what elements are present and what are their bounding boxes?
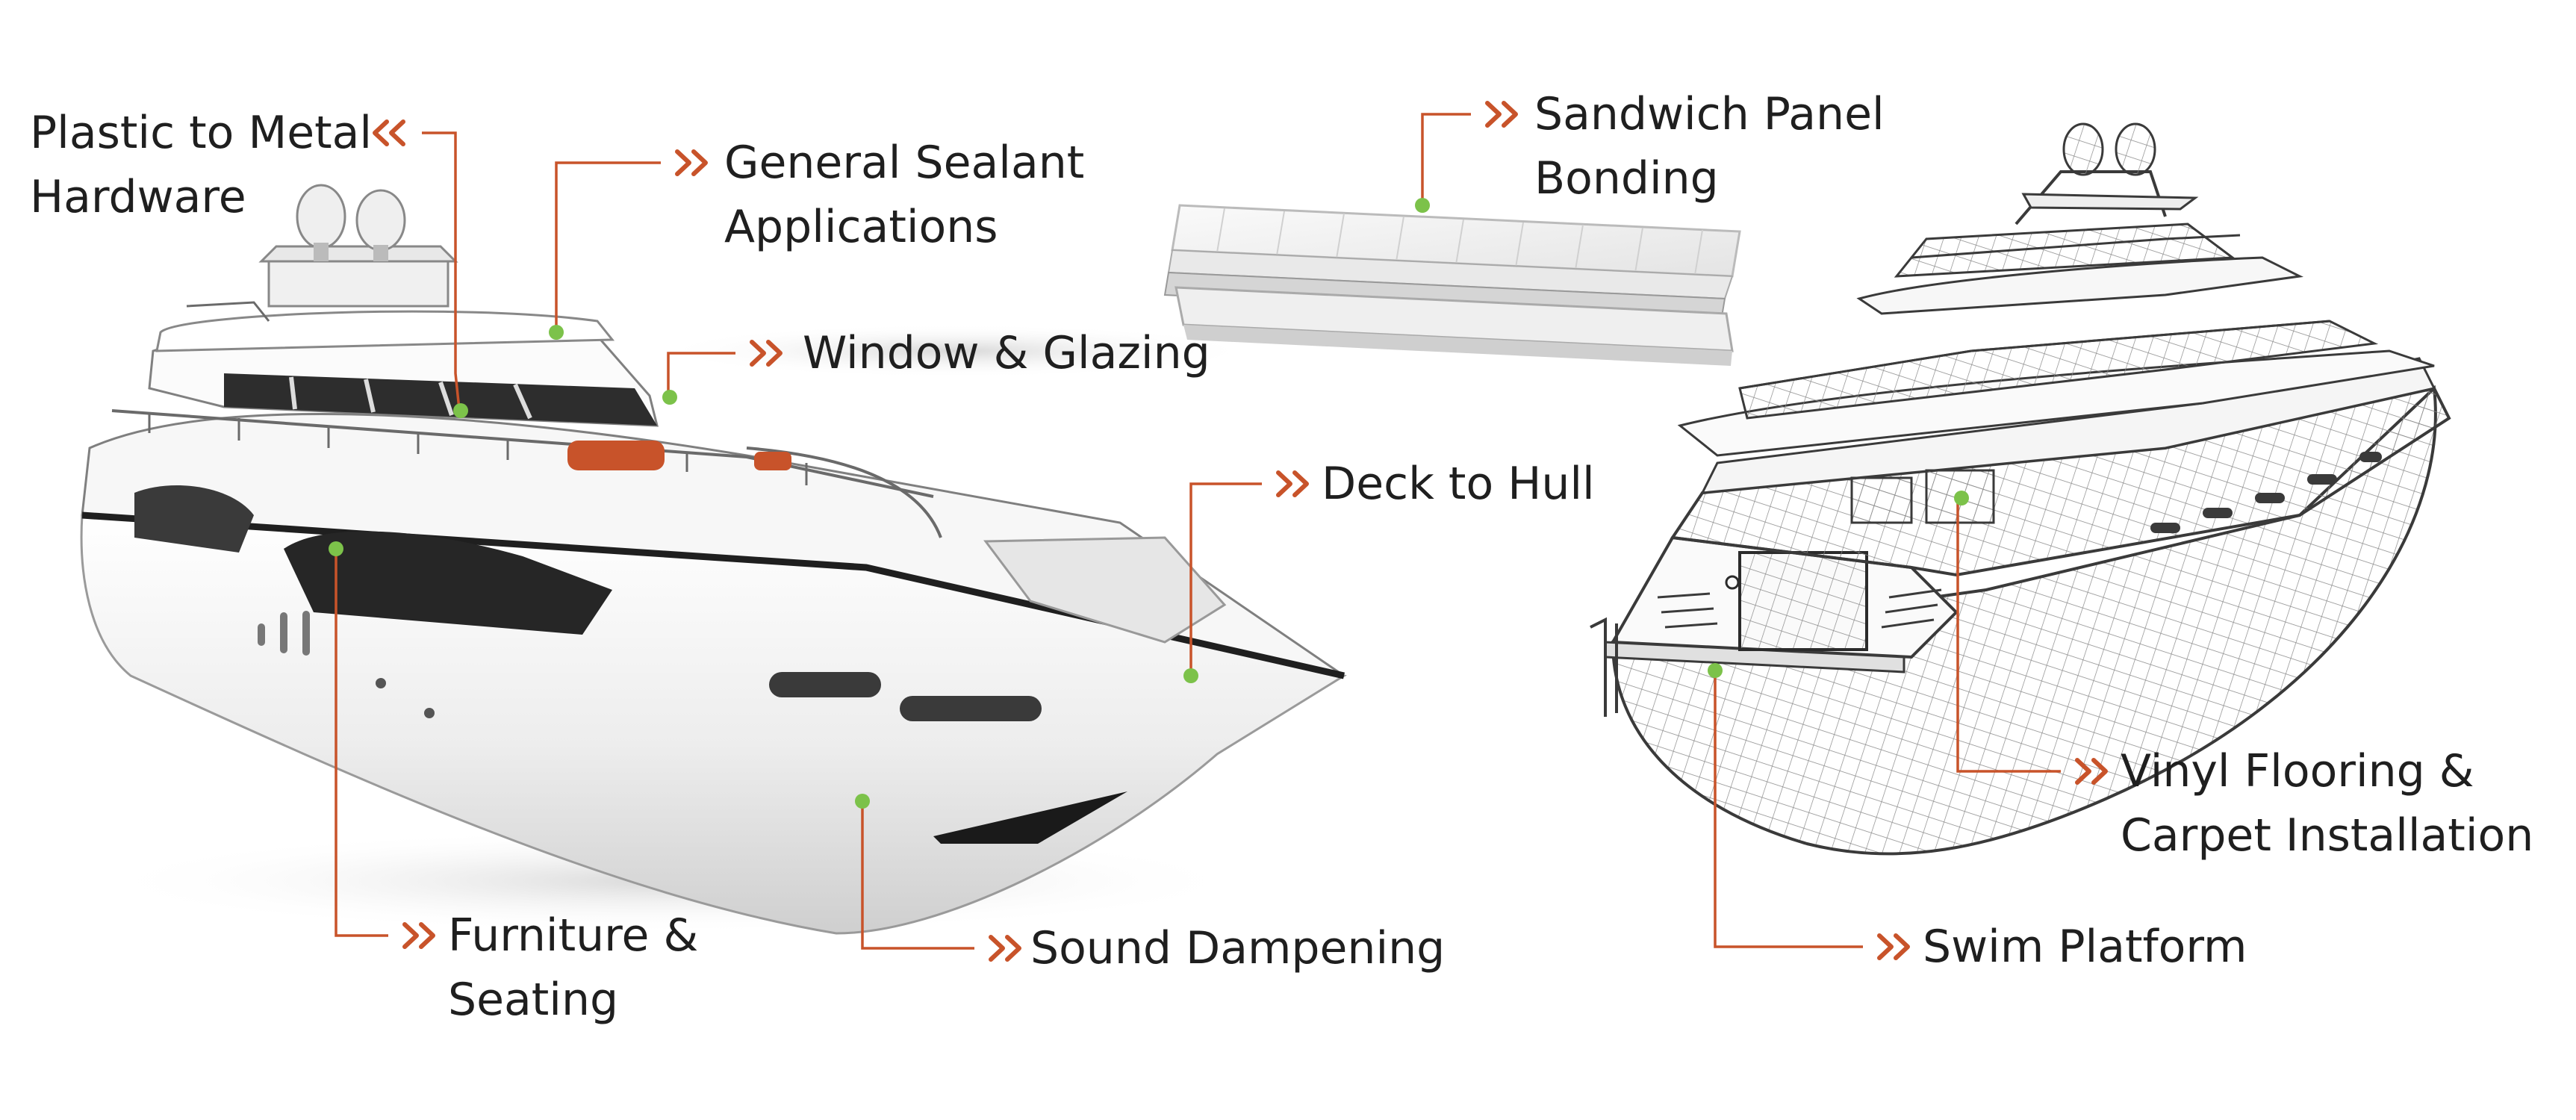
chevron-double-right-icon: [1485, 101, 1518, 128]
label-line: Swim Platform: [1923, 921, 2247, 973]
leader-vinyl-flooring: [1956, 497, 2061, 773]
label-line: Sound Dampening: [1030, 922, 1446, 974]
point-furniture-and-seating: [329, 541, 343, 556]
label-furniture-and-seating: Furniture & Seating: [448, 903, 698, 1032]
chevron-double-right-icon: [1877, 933, 1910, 960]
point-sandwich-panel-bonding: [1415, 198, 1430, 213]
callout-leader-lines: [335, 113, 2061, 950]
label-line: Furniture &: [448, 909, 699, 962]
label-deck-to-hull: Deck to Hull: [1322, 452, 1595, 516]
point-sound-dampening: [855, 794, 870, 809]
label-line: Deck to Hull: [1322, 458, 1595, 510]
chevron-double-left-icon: [373, 119, 405, 146]
label-line: Bonding: [1534, 152, 1719, 205]
label-line: Hardware: [30, 171, 246, 223]
label-line: Window & Glazing: [803, 327, 1210, 379]
point-general-sealant-applications: [549, 325, 564, 340]
chevron-double-right-icon: [989, 935, 1021, 962]
label-line: Applications: [724, 201, 998, 253]
label-line: General Sealant: [724, 137, 1085, 189]
label-sound-dampening: Sound Dampening: [1030, 916, 1445, 980]
label-general-sealant-applications: General Sealant Applications: [724, 131, 1084, 259]
leader-furniture-and-seating: [335, 549, 388, 937]
leader-general-sealant-applications: [555, 161, 661, 329]
point-window-and-glazing: [662, 390, 677, 405]
sandwich-panel-illustration: [657, 204, 1741, 378]
rendered-yacht-illustration: [80, 184, 1347, 935]
chevron-double-right-icon: [1276, 470, 1309, 497]
label-line: Carpet Installation: [2121, 809, 2534, 862]
leader-sandwich-panel-bonding: [1421, 113, 1471, 205]
leader-swim-platform: [1714, 671, 1863, 948]
chevron-double-right-icon: [675, 149, 708, 176]
label-swim-platform: Swim Platform: [1923, 915, 2247, 979]
chevron-double-right-icon: [750, 340, 783, 367]
label-window-and-glazing: Window & Glazing: [803, 321, 1210, 385]
leader-deck-to-hull: [1189, 482, 1262, 676]
label-vinyl-flooring-and-carpet-installation: Vinyl Flooring & Carpet Installation: [2121, 739, 2533, 868]
leader-sound-dampening: [861, 801, 974, 950]
point-plastic-to-metal-hardware: [453, 403, 468, 418]
point-vinyl-flooring: [1954, 491, 1969, 505]
leader-window-and-glazing: [667, 352, 735, 396]
chevron-double-right-icon: [402, 922, 435, 949]
point-deck-to-hull: [1183, 668, 1198, 683]
label-plastic-to-metal-hardware: Plastic to Metal Hardware: [30, 101, 372, 229]
point-swim-platform: [1708, 663, 1723, 678]
chevron-double-right-icon: [2075, 758, 2108, 785]
callout-points: [329, 198, 1969, 809]
label-line: Plastic to Metal: [30, 107, 373, 159]
label-sandwich-panel-bonding: Sandwich Panel Bonding: [1534, 82, 1885, 211]
label-line: Sandwich Panel: [1534, 88, 1885, 140]
label-line: Seating: [448, 974, 619, 1026]
wireframe-yacht-illustration: [1590, 122, 2451, 856]
label-line: Vinyl Flooring &: [2121, 745, 2474, 797]
leader-plastic-to-metal-hardware: [422, 131, 461, 410]
